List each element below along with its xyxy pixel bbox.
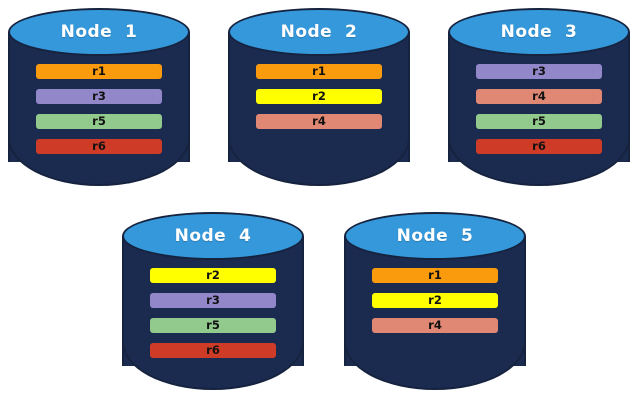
shard-r2[interactable]: r2 — [372, 293, 498, 308]
shard-label: r2 — [206, 267, 220, 282]
shard-r5[interactable]: r5 — [150, 318, 276, 333]
shard-r2[interactable]: r2 — [256, 89, 382, 104]
cylinder-bottom — [228, 138, 410, 186]
shard-label: r1 — [428, 267, 442, 282]
database-node-3[interactable]: Node 3 r3 r4 r5 r6 — [448, 8, 630, 186]
shard-r4[interactable]: r4 — [372, 318, 498, 333]
shard-list: r3 r4 r5 r6 — [448, 64, 630, 154]
node-label: Node 2 — [280, 22, 358, 42]
cylinder-top: Node 5 — [344, 212, 526, 260]
shard-r1[interactable]: r1 — [36, 64, 162, 79]
shard-label: r5 — [532, 113, 546, 128]
shard-label: r6 — [532, 138, 546, 153]
shard-r3[interactable]: r3 — [150, 293, 276, 308]
shard-r6[interactable]: r6 — [150, 343, 276, 358]
shard-label: r4 — [312, 113, 326, 128]
shard-label: r3 — [532, 63, 546, 78]
shard-label: r2 — [312, 88, 326, 103]
shard-label: r1 — [312, 63, 326, 78]
shard-r3[interactable]: r3 — [476, 64, 602, 79]
shard-list: r1 r2 r4 — [228, 64, 410, 129]
node-label: Node 4 — [174, 226, 252, 246]
node-label: Node 3 — [500, 22, 578, 42]
cylinder-top: Node 3 — [448, 8, 630, 56]
cylinder-bottom — [344, 342, 526, 390]
database-node-1[interactable]: Node 1 r1 r3 r5 r6 — [8, 8, 190, 186]
shard-label: r5 — [92, 113, 106, 128]
database-node-4[interactable]: Node 4 r2 r3 r5 r6 — [122, 212, 304, 390]
shard-r5[interactable]: r5 — [36, 114, 162, 129]
node-label: Node 1 — [60, 22, 138, 42]
shard-r6[interactable]: r6 — [36, 139, 162, 154]
shard-label: r2 — [428, 292, 442, 307]
cylinder-top: Node 1 — [8, 8, 190, 56]
shard-label: r4 — [532, 88, 546, 103]
shard-list: r1 r2 r4 — [344, 268, 526, 333]
shard-r2[interactable]: r2 — [150, 268, 276, 283]
shard-label: r3 — [92, 88, 106, 103]
cylinder-top: Node 4 — [122, 212, 304, 260]
shard-r6[interactable]: r6 — [476, 139, 602, 154]
database-node-5[interactable]: Node 5 r1 r2 r4 — [344, 212, 526, 390]
shard-r1[interactable]: r1 — [372, 268, 498, 283]
shard-r5[interactable]: r5 — [476, 114, 602, 129]
shard-label: r6 — [92, 138, 106, 153]
shard-r4[interactable]: r4 — [256, 114, 382, 129]
shard-r4[interactable]: r4 — [476, 89, 602, 104]
node-label: Node 5 — [396, 226, 474, 246]
shard-r3[interactable]: r3 — [36, 89, 162, 104]
shard-list: r1 r3 r5 r6 — [8, 64, 190, 154]
shard-r1[interactable]: r1 — [256, 64, 382, 79]
shard-label: r6 — [206, 342, 220, 357]
shard-label: r5 — [206, 317, 220, 332]
database-node-2[interactable]: Node 2 r1 r2 r4 — [228, 8, 410, 186]
shard-label: r4 — [428, 317, 442, 332]
shard-label: r3 — [206, 292, 220, 307]
shard-list: r2 r3 r5 r6 — [122, 268, 304, 358]
shard-label: r1 — [92, 63, 106, 78]
cylinder-top: Node 2 — [228, 8, 410, 56]
